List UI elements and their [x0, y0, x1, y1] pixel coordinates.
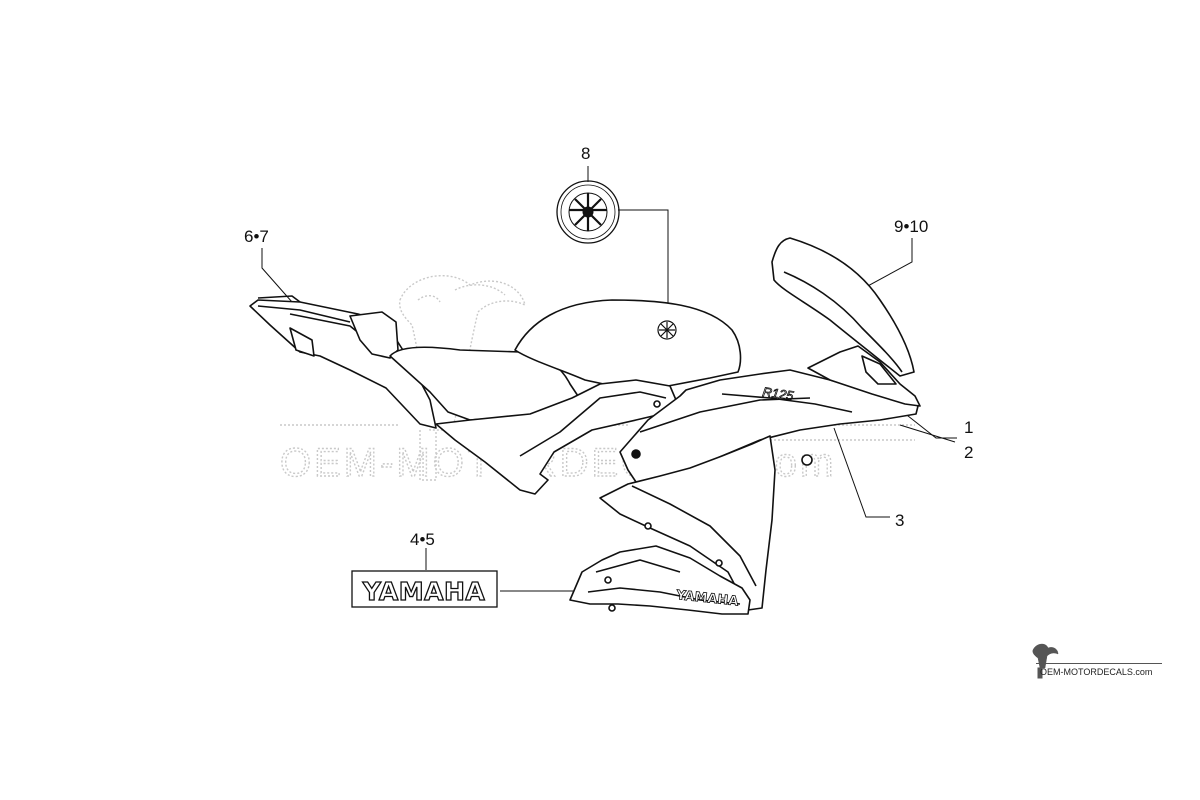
callout-2: 2	[964, 443, 973, 462]
fairing-yamaha-text: YAMAHA	[675, 588, 739, 610]
callout-6-7: 6•7	[244, 227, 269, 246]
upper-fairing-stripe-2	[639, 397, 811, 433]
leader-1	[902, 411, 957, 439]
callout-9-10: 9•10	[894, 217, 928, 236]
callout-8: 8	[581, 144, 590, 163]
watermark-toucan-logo	[280, 275, 915, 481]
headlight	[861, 355, 897, 385]
belly-pan-stripe	[595, 559, 681, 573]
tail-light	[289, 327, 315, 357]
front-fairing	[807, 345, 921, 407]
side-frame-cover	[435, 379, 677, 495]
yamaha-decal-text: YAMAHA	[362, 577, 486, 606]
motorcycle-bodywork	[249, 237, 921, 615]
side-frame-cover-inner	[519, 391, 667, 457]
lower-fairing-stripe	[631, 485, 757, 587]
belly-pan-inner	[587, 587, 741, 605]
lower-side-fairing	[599, 435, 776, 611]
fuel-tank	[514, 299, 742, 389]
belly-pan	[569, 545, 751, 615]
leader-8-to-tank	[618, 209, 669, 318]
leader-2	[899, 424, 956, 443]
callout-labels: 8 6•7 9•10 1 2 3 4•5	[244, 144, 973, 549]
footer-toucan-icon	[1032, 643, 1059, 679]
windscreen	[771, 237, 915, 377]
footer-divider	[1036, 663, 1162, 664]
footer-brand-text: OEM-MOTORDECALS.com	[1040, 667, 1153, 677]
yamaha-text-decal: YAMAHA	[351, 570, 498, 608]
upper-side-fairing	[619, 369, 919, 489]
windscreen-inner	[783, 271, 903, 373]
tail-cowl-inner-line	[257, 305, 351, 323]
tank-emblem	[657, 320, 677, 340]
tuning-fork-emblem-decal	[556, 180, 620, 244]
leader-3	[833, 427, 890, 518]
upper-fairing-stripe	[721, 393, 853, 413]
callout-1: 1	[964, 418, 973, 437]
leader-67	[261, 248, 293, 303]
model-badge-text: R125	[762, 384, 796, 403]
callout-4-5: 4•5	[410, 530, 435, 549]
callout-3: 3	[895, 511, 904, 530]
